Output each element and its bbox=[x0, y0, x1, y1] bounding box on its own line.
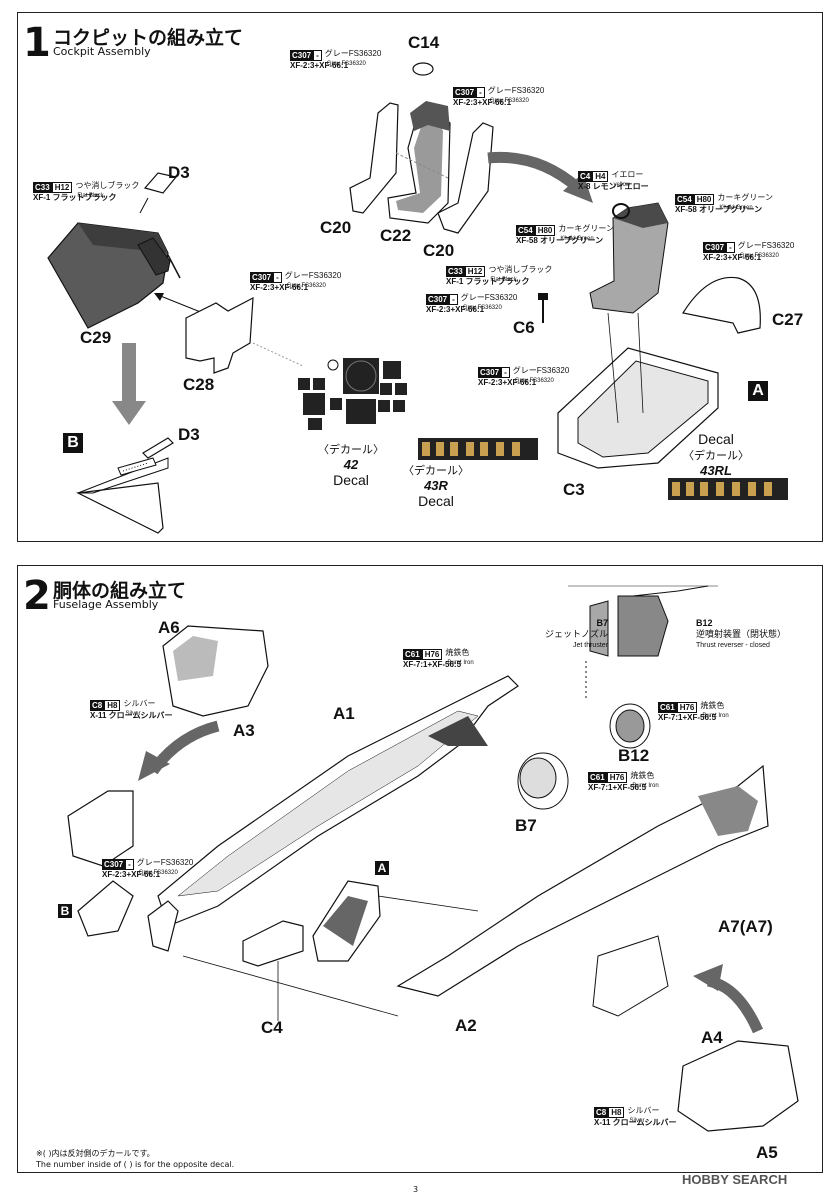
part-a4-label: A4 bbox=[701, 1028, 723, 1047]
part-c3-label: C3 bbox=[563, 480, 585, 499]
part-b12-label: B12 bbox=[618, 746, 650, 765]
part-c6-label: C6 bbox=[513, 318, 535, 337]
part-c28-label: C28 bbox=[183, 375, 215, 394]
subassembly-b-marker: B bbox=[58, 904, 72, 918]
subassembly-a-marker: A bbox=[375, 861, 389, 875]
watermark: HOBBY SEARCH bbox=[682, 1172, 788, 1187]
step2-drawing bbox=[67, 585, 799, 1132]
part-d3-top-label: D3 bbox=[168, 163, 190, 182]
step1-title: コクピットの組み立て bbox=[53, 27, 244, 49]
step1-drawing bbox=[47, 62, 788, 534]
subassembly-b-marker: B bbox=[63, 433, 83, 453]
step2-title: 胴体の組み立て bbox=[53, 580, 187, 602]
decal-42: 〈デカール〉 42 Decal bbox=[318, 444, 384, 488]
part-a2-label: A2 bbox=[455, 1016, 477, 1035]
part-c20-left-label: C20 bbox=[320, 218, 352, 237]
part-c29-label: C29 bbox=[80, 328, 112, 347]
part-d3-bottom-label: D3 bbox=[178, 425, 200, 444]
part-b7-label: B7 bbox=[515, 816, 537, 835]
subassembly-a-marker: A bbox=[748, 381, 768, 401]
step1-number: 1 bbox=[23, 20, 51, 66]
decal-43rl: Decal 〈デカール〉 43RL bbox=[683, 431, 749, 478]
part-a6-label: A6 bbox=[158, 618, 180, 637]
decal-43r: 〈デカール〉 43R Decal bbox=[403, 465, 469, 509]
part-a5-label: A5 bbox=[756, 1143, 778, 1162]
step2-panel: 2 胴体の組み立て Fuselage Assembly A B A6 A3 A1… bbox=[17, 565, 823, 1173]
part-a3-label: A3 bbox=[233, 721, 255, 740]
part-a1-label: A1 bbox=[333, 704, 355, 723]
part-c4-label: C4 bbox=[261, 1018, 283, 1037]
step1-subtitle: Cockpit Assembly bbox=[53, 45, 151, 58]
inset-b7-caption: B7 ジェットノズル Jet thruster bbox=[544, 618, 608, 649]
part-c22-label: C22 bbox=[380, 226, 412, 245]
page-number: 3 bbox=[413, 1185, 419, 1194]
step1-panel: 1 コクピットの組み立て Cockpit Assembly A B C14 C2… bbox=[17, 12, 823, 542]
decal-note: ※( )内は反対側のデカールです。 The number inside of (… bbox=[36, 1149, 235, 1169]
step2-number: 2 bbox=[23, 573, 51, 619]
part-c14-label: C14 bbox=[408, 33, 440, 52]
inset-b12-caption: B12 逆噴射装置（閉状態） Thrust reverser - closed bbox=[696, 618, 787, 649]
part-c20-right-label: C20 bbox=[423, 241, 455, 260]
part-c27-label: C27 bbox=[772, 310, 804, 329]
part-a7-label: A7(A7) bbox=[718, 917, 773, 936]
step2-subtitle: Fuselage Assembly bbox=[53, 598, 159, 611]
